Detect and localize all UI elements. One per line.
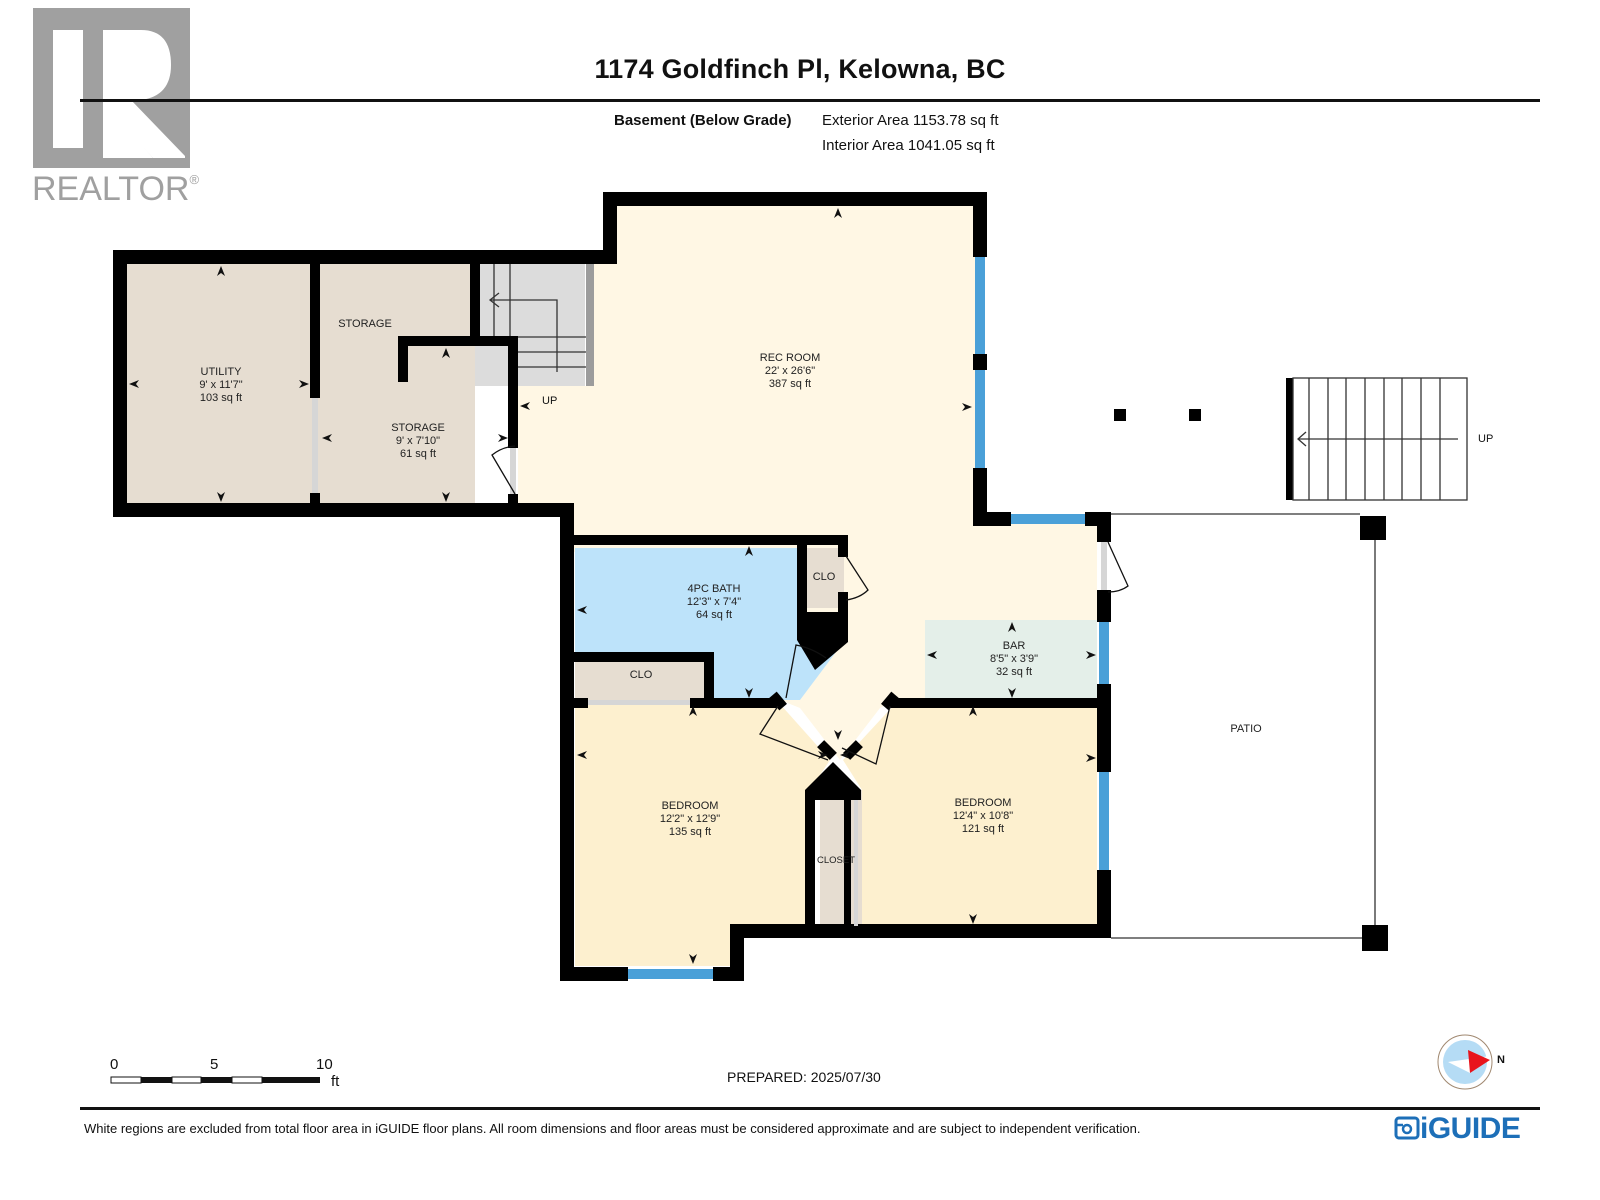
interior-stairs — [488, 264, 586, 372]
exterior-stairs — [1286, 377, 1468, 501]
clo-fill — [800, 548, 844, 608]
compass-north-icon — [1437, 1034, 1493, 1090]
room-dims: 12'4" x 10'8" — [952, 810, 1014, 822]
interior-stairs-up-label: UP — [542, 395, 558, 407]
stair-rail — [586, 264, 594, 386]
bedroom1-fill — [575, 704, 830, 966]
interior-area: Interior Area 1041.05 sq ft — [822, 137, 995, 154]
title-divider — [80, 99, 1540, 102]
door-swings — [491, 445, 1129, 765]
room-patio: PATIO — [1230, 723, 1261, 736]
bar-fill — [925, 620, 1097, 700]
room-dims: 12'2" x 12'9" — [659, 813, 721, 825]
iguide-icon — [1394, 1116, 1420, 1140]
room-name: PATIO — [1230, 723, 1262, 735]
compass-label: N — [1497, 1054, 1505, 1066]
room-name: STORAGE — [391, 422, 445, 434]
room-name: BEDROOM — [661, 800, 719, 812]
room-area: 64 sq ft — [695, 609, 733, 621]
scale-tick-0: 0 — [110, 1056, 119, 1073]
exterior-area: Exterior Area 1153.78 sq ft — [822, 112, 999, 129]
room-area: 32 sq ft — [995, 666, 1033, 678]
room-4pc-bath: 4PC BATH 12'3" x 7'4" 64 sq ft — [687, 583, 741, 622]
exterior-stairs-up-label: UP — [1478, 433, 1494, 445]
realtor-r-icon — [33, 8, 190, 168]
bedroom2-fill — [843, 704, 1097, 926]
iguide-brand-text: iGUIDE — [1420, 1112, 1521, 1145]
footer-divider — [80, 1107, 1540, 1110]
posts — [1114, 409, 1388, 951]
clo2-fill — [575, 657, 705, 700]
door-openings — [312, 398, 1107, 926]
room-name: BEDROOM — [954, 797, 1012, 809]
room-storage-upper: STORAGE — [338, 318, 392, 331]
room-dims: 8'5" x 3'9" — [989, 653, 1039, 665]
disclaimer-text: White regions are excluded from total fl… — [84, 1121, 1141, 1136]
room-name: REC ROOM — [759, 352, 821, 364]
stair-fill — [475, 264, 585, 386]
room-name: STORAGE — [338, 318, 392, 330]
walls — [113, 192, 1111, 981]
room-name: CLOSET — [816, 855, 856, 866]
room-area: 61 sq ft — [399, 448, 437, 460]
room-name: CLO — [629, 669, 653, 681]
room-dims: 9' x 7'10" — [395, 435, 441, 447]
room-dims: 12'3" x 7'4" — [686, 596, 742, 608]
room-dims: 9' x 11'7" — [199, 379, 243, 391]
room-bar: BAR 8'5" x 3'9" 32 sq ft — [990, 640, 1038, 679]
room-name: UTILITY — [200, 366, 242, 378]
room-rec-room: REC ROOM 22' x 26'6" 387 sq ft — [760, 352, 821, 391]
prepared-date: PREPARED: 2025/07/30 — [727, 1069, 881, 1085]
scale-unit: ft — [331, 1073, 340, 1090]
room-name: BAR — [1002, 640, 1026, 652]
storage-fill — [315, 264, 475, 504]
floor-level-label: Basement (Below Grade) — [614, 112, 792, 129]
room-utility: UTILITY 9' x 11'7" 103 sq ft — [199, 366, 242, 405]
room-bedroom-2: BEDROOM 12'4" x 10'8" 121 sq ft — [953, 797, 1013, 836]
scale-bar — [110, 1076, 320, 1084]
iguide-logo: iGUIDE — [1394, 1112, 1521, 1146]
page-title: 1174 Goldfinch Pl, Kelowna, BC — [594, 54, 1006, 84]
room-clo-bath: CLO — [813, 571, 836, 584]
room-storage: STORAGE 9' x 7'10" 61 sq ft — [391, 422, 445, 461]
room-name: CLO — [812, 571, 836, 583]
utility-fill — [125, 264, 315, 504]
room-bedroom-1: BEDROOM 12'2" x 12'9" 135 sq ft — [660, 800, 720, 839]
realtor-brand-text: REALTOR — [32, 170, 190, 208]
realtor-wordmark: REALTOR® — [32, 170, 199, 209]
scale-tick-10: 10 — [316, 1056, 333, 1073]
room-area: 135 sq ft — [668, 826, 712, 838]
room-clo-hall: CLO — [630, 669, 653, 682]
room-area: 387 sq ft — [768, 378, 812, 390]
windows — [628, 257, 1109, 979]
registered-mark: ® — [189, 172, 200, 187]
dimension-arrows — [129, 208, 1096, 964]
room-dims: 22' x 26'6" — [764, 365, 816, 377]
room-name: 4PC BATH — [687, 583, 741, 595]
realtor-logo — [33, 8, 190, 168]
room-area: 103 sq ft — [199, 392, 243, 404]
patio-outline — [1111, 513, 1376, 939]
room-closet: CLOSET — [817, 854, 855, 867]
room-area: 121 sq ft — [961, 823, 1005, 835]
scale-tick-5: 5 — [210, 1056, 219, 1073]
